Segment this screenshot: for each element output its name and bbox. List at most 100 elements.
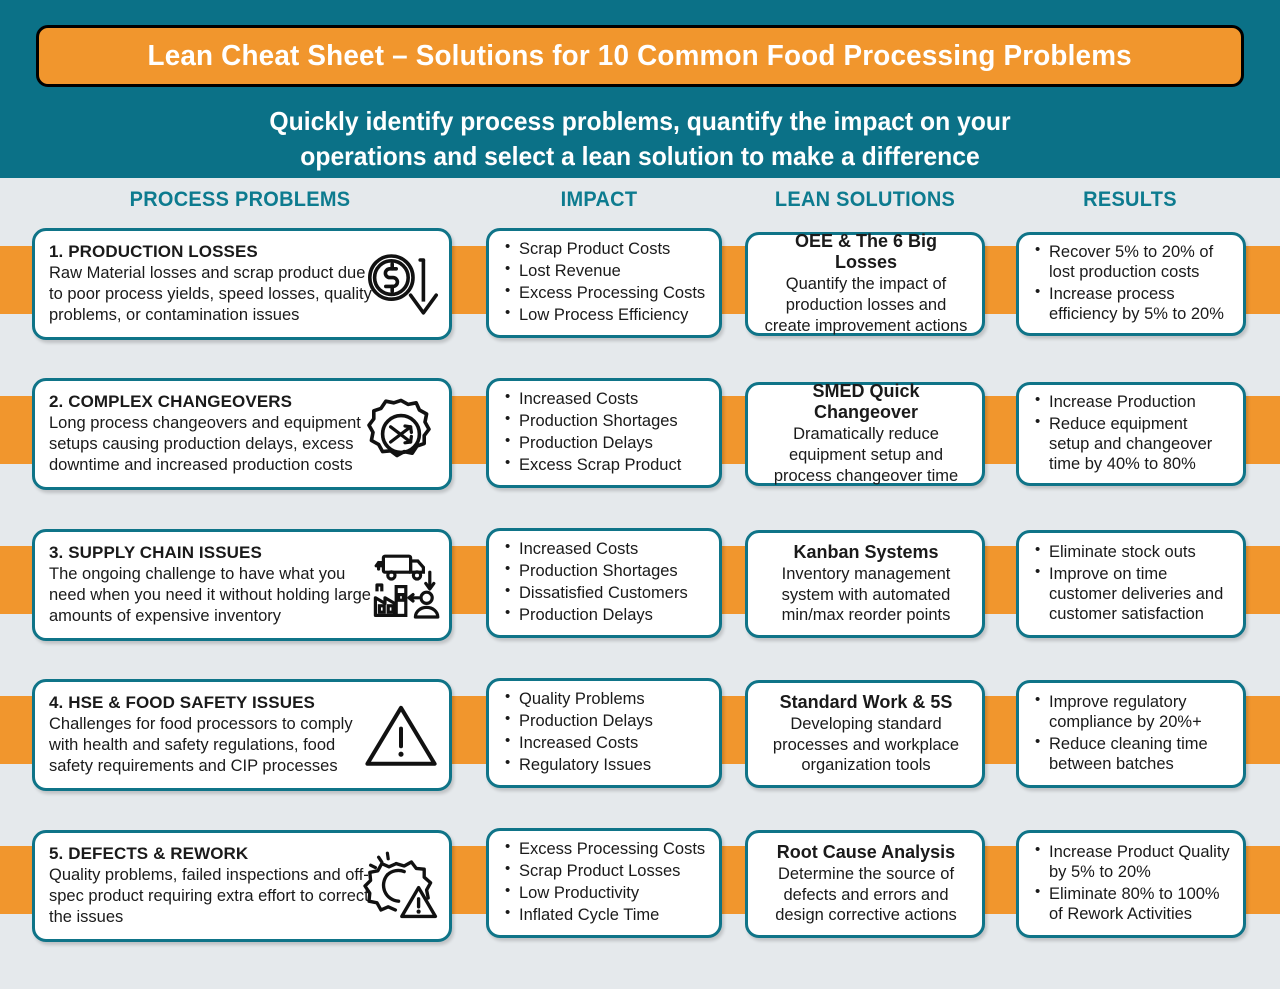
list-item: Lost Revenue [503,260,707,281]
column-header-results: RESULTS [1083,188,1177,211]
column-header-process-problems: PROCESS PROBLEMS [129,188,351,211]
impact-list: Increased Costs Production Shortages Pro… [503,388,707,477]
problem-card[interactable]: 5. DEFECTS & REWORK Quality problems, fa… [32,830,452,942]
list-item: Production Delays [503,604,707,625]
list-item: Increased Costs [503,732,707,753]
warning-triangle-icon [361,695,441,775]
list-item: Quality Problems [503,688,707,709]
impact-card[interactable]: Excess Processing Costs Scrap Product Lo… [486,828,722,938]
solution-title: Root Cause Analysis [776,841,956,862]
list-item: Low Productivity [503,882,707,903]
problem-card[interactable]: 2. COMPLEX CHANGEOVERS Long process chan… [32,378,452,490]
solution-card[interactable]: Kanban Systems Inventory management syst… [745,530,985,638]
column-headers: PROCESS PROBLEMS IMPACT LEAN SOLUTIONS R… [0,178,1280,226]
impact-list: Excess Processing Costs Scrap Product Lo… [503,838,707,927]
subtitle-line-1: Quickly identify process problems, quant… [269,106,1011,136]
problem-card[interactable]: 1. PRODUCTION LOSSES Raw Material losses… [32,228,452,340]
problem-title: 1. PRODUCTION LOSSES [49,242,258,262]
column-header-lean-solutions: LEAN SOLUTIONS [774,188,956,211]
results-card[interactable]: Improve regulatory compliance by 20%+ Re… [1016,680,1246,788]
results-card[interactable]: Increase Product Quality by 5% to 20% El… [1016,830,1246,938]
page-title: Lean Cheat Sheet – Solutions for 10 Comm… [147,39,1133,72]
list-item: Improve regulatory compliance by 20%+ [1033,691,1231,733]
solution-card[interactable]: Standard Work & 5S Developing standard p… [745,680,985,788]
solution-card[interactable]: OEE & The 6 Big Losses Quantify the impa… [745,231,985,336]
problem-description: Quality problems, failed inspections and… [49,866,369,926]
problem-title: 5. DEFECTS & REWORK [49,844,249,864]
page-subtitle: Quickly identify process problems, quant… [32,104,1248,173]
solution-title: Kanban Systems [793,541,939,562]
problem-card[interactable]: 3. SUPPLY CHAIN ISSUES The ongoing chall… [32,529,452,641]
list-item: Excess Scrap Product [503,454,707,475]
impact-card[interactable]: Scrap Product Costs Lost Revenue Excess … [486,228,722,338]
problem-description: The ongoing challenge to have what you n… [49,565,371,625]
results-card[interactable]: Recover 5% to 20% of lost production cos… [1016,232,1246,336]
list-item: Low Process Efficiency [503,304,707,325]
results-card[interactable]: Eliminate stock outs Improve on time cus… [1016,530,1246,638]
solution-description: Quantify the impact of production losses… [764,275,968,335]
table-row: 5. DEFECTS & REWORK Quality problems, fa… [0,826,1280,978]
problem-title: 3. SUPPLY CHAIN ISSUES [49,543,262,563]
problem-description: Challenges for food processors to comply… [49,715,353,775]
solution-title: Standard Work & 5S [779,691,953,712]
list-item: Eliminate stock outs [1033,541,1231,562]
list-item: Production Delays [503,710,707,731]
list-item: Scrap Product Losses [503,860,707,881]
solution-title: SMED Quick Changeover [812,381,920,423]
list-item: Production Delays [503,432,707,453]
solution-card[interactable]: Root Cause Analysis Determine the source… [745,830,985,938]
truck-factory-customer-icon [361,545,441,625]
results-list: Increase Product Quality by 5% to 20% El… [1033,841,1231,927]
solution-description: Developing standard processes and workpl… [772,714,960,775]
subtitle-line-2: operations and select a lean solution to… [300,140,980,171]
table-row: 3. SUPPLY CHAIN ISSUES The ongoing chall… [0,526,1280,676]
impact-list: Scrap Product Costs Lost Revenue Excess … [503,238,707,327]
list-item: Increase Product Quality by 5% to 20% [1033,841,1231,883]
dollar-coin-down-arrow-icon [361,244,441,324]
broken-gear-warning-icon [361,846,441,926]
table-row: 1. PRODUCTION LOSSES Raw Material losses… [0,226,1280,376]
column-header-impact: IMPACT [560,188,638,211]
list-item: Regulatory Issues [503,754,707,775]
list-item: Eliminate 80% to 100% of Rework Activiti… [1033,883,1231,925]
results-card[interactable]: Increase Production Reduce equipment set… [1016,382,1246,486]
impact-card[interactable]: Quality Problems Production Delays Incre… [486,678,722,788]
results-list: Increase Production Reduce equipment set… [1033,391,1231,477]
impact-list: Quality Problems Production Delays Incre… [503,688,707,777]
results-list: Improve regulatory compliance by 20%+ Re… [1033,691,1231,777]
list-item: Increased Costs [503,388,707,409]
solution-card[interactable]: SMED Quick Changeover Dramatically reduc… [745,381,985,486]
list-item: Excess Processing Costs [503,838,707,859]
list-item: Recover 5% to 20% of lost production cos… [1033,241,1231,283]
results-list: Recover 5% to 20% of lost production cos… [1033,241,1231,327]
title-banner: Lean Cheat Sheet – Solutions for 10 Comm… [36,25,1244,87]
page-header: Lean Cheat Sheet – Solutions for 10 Comm… [0,0,1280,178]
rows-container: 1. PRODUCTION LOSSES Raw Material losses… [0,226,1280,978]
problem-card[interactable]: 4. HSE & FOOD SAFETY ISSUES Challenges f… [32,679,452,791]
solution-description: Determine the source of defects and erro… [775,864,957,925]
list-item: Improve on time customer deliveries and … [1033,563,1231,625]
table-row: 2. COMPLEX CHANGEOVERS Long process chan… [0,376,1280,526]
solution-description: Dramatically reduce equipment setup and … [773,425,959,485]
table-row: 4. HSE & FOOD SAFETY ISSUES Challenges f… [0,676,1280,826]
list-item: Production Shortages [503,410,707,431]
list-item: Production Shortages [503,560,707,581]
impact-card[interactable]: Increased Costs Production Shortages Dis… [486,528,722,638]
problem-description: Raw Material losses and scrap product du… [49,264,372,324]
solution-title: OEE & The 6 Big Losses [794,231,938,273]
list-item: Reduce equipment setup and changeover ti… [1033,413,1231,475]
list-item: Dissatisfied Customers [503,582,707,603]
list-item: Excess Processing Costs [503,282,707,303]
impact-list: Increased Costs Production Shortages Dis… [503,538,707,627]
problem-title: 2. COMPLEX CHANGEOVERS [49,392,293,412]
gear-shuffle-icon [361,394,441,474]
problem-title: 4. HSE & FOOD SAFETY ISSUES [49,693,315,713]
impact-card[interactable]: Increased Costs Production Shortages Pro… [486,378,722,488]
list-item: Increase process efficiency by 5% to 20% [1033,283,1231,325]
solution-description: Inventory management system with automat… [781,564,951,625]
problem-description: Long process changeovers and equipment s… [49,414,361,474]
results-list: Eliminate stock outs Improve on time cus… [1033,541,1231,627]
list-item: Increase Production [1033,391,1231,412]
list-item: Reduce cleaning time between batches [1033,733,1231,775]
list-item: Inflated Cycle Time [503,904,707,925]
